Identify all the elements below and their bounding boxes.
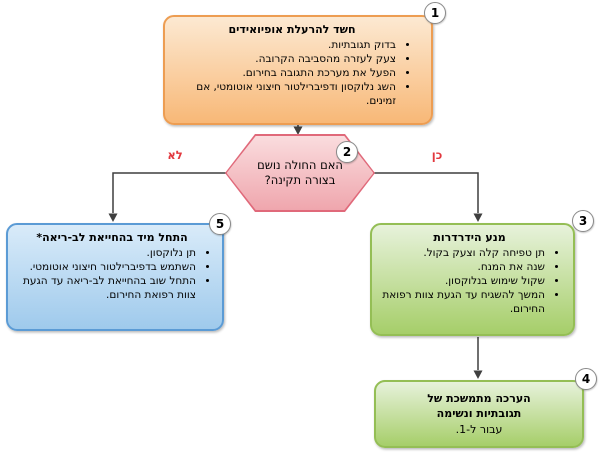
step-badge-4: 4 (575, 368, 597, 390)
bullet-item: השתמש בדפיברילטור חיצוני אוטומטי. (15, 261, 196, 275)
node-text-line: הערכה מתמשכת של (427, 392, 531, 406)
bullet-item: שנה את המנח. (381, 261, 546, 275)
node-start-cpr: התחל מיד בהחייאת לב-ריאה* תן נלוקסון. הש… (6, 223, 224, 331)
bullet-item: צעק לעזרה מהסביבה הקרובה. (175, 53, 396, 67)
bullet-list: תן נלוקסון. השתמש בדפיברילטור חיצוני אוט… (15, 247, 209, 303)
bullet-list: בדוק תגובתיות. צעק לעזרה מהסביבה הקרובה.… (175, 39, 409, 109)
node-suspected-opioid-poisoning: חשד להרעלת אופיואידים בדוק תגובתיות. צעק… (163, 15, 433, 125)
node-text-line: תגובתיות ונשימה (436, 407, 522, 421)
bullet-item: בדוק תגובתיות. (175, 39, 396, 53)
step-badge-5: 5 (209, 213, 231, 235)
decision-question: האם החולה נושם בצורה תקינה? (225, 134, 375, 212)
bullet-item: שקול שימוש בנלוקסון. (381, 275, 545, 289)
connector-decision-yes-to-step3 (372, 172, 483, 222)
node-title: חשד להרעלת אופיואידים (228, 23, 356, 36)
bullet-item: התחל שוב בהחייאת לב-ריאה עד הגעת צוות רפ… (15, 275, 196, 303)
branch-label-yes: כן (431, 148, 443, 162)
connector-step3-to-step4 (473, 337, 483, 379)
bullet-item: השג נלוקסון ודפיברילטור חיצוני אוטומטי, … (175, 81, 396, 109)
step-badge-3: 3 (572, 210, 594, 232)
step-badge-2: 2 (336, 141, 358, 163)
node-title: מנע הידרדרות (433, 231, 506, 244)
bullet-list: תן טפיחה קלה וצעק בקול. שנה את המנח. שקו… (381, 247, 558, 317)
branch-label-no: לא (167, 148, 183, 162)
bullet-item: תן טפיחה קלה וצעק בקול. (381, 247, 545, 261)
connector-decision-no-to-step5 (108, 172, 228, 222)
decision-question-line1: האם החולה נושם (257, 158, 343, 173)
node-prevent-deterioration: מנע הידרדרות תן טפיחה קלה וצעק בקול. שנה… (370, 223, 575, 336)
node-text-line: עבור ל-1. (455, 422, 503, 436)
bullet-item: המשך להשגיח עד הגעת צוות רפואת החירום. (381, 289, 545, 317)
node-title: התחל מיד בהחייאת לב-ריאה* (36, 231, 188, 244)
step-badge-1: 1 (424, 2, 446, 24)
decision-question-line2: בצורה תקינה? (264, 173, 336, 187)
bullet-item: הפעל את מערכת התגובה בחירום. (175, 67, 396, 81)
bullet-item: תן נלוקסון. (15, 247, 196, 261)
node-ongoing-assessment: הערכה מתמשכת של תגובתיות ונשימה עבור ל-1… (374, 380, 584, 448)
